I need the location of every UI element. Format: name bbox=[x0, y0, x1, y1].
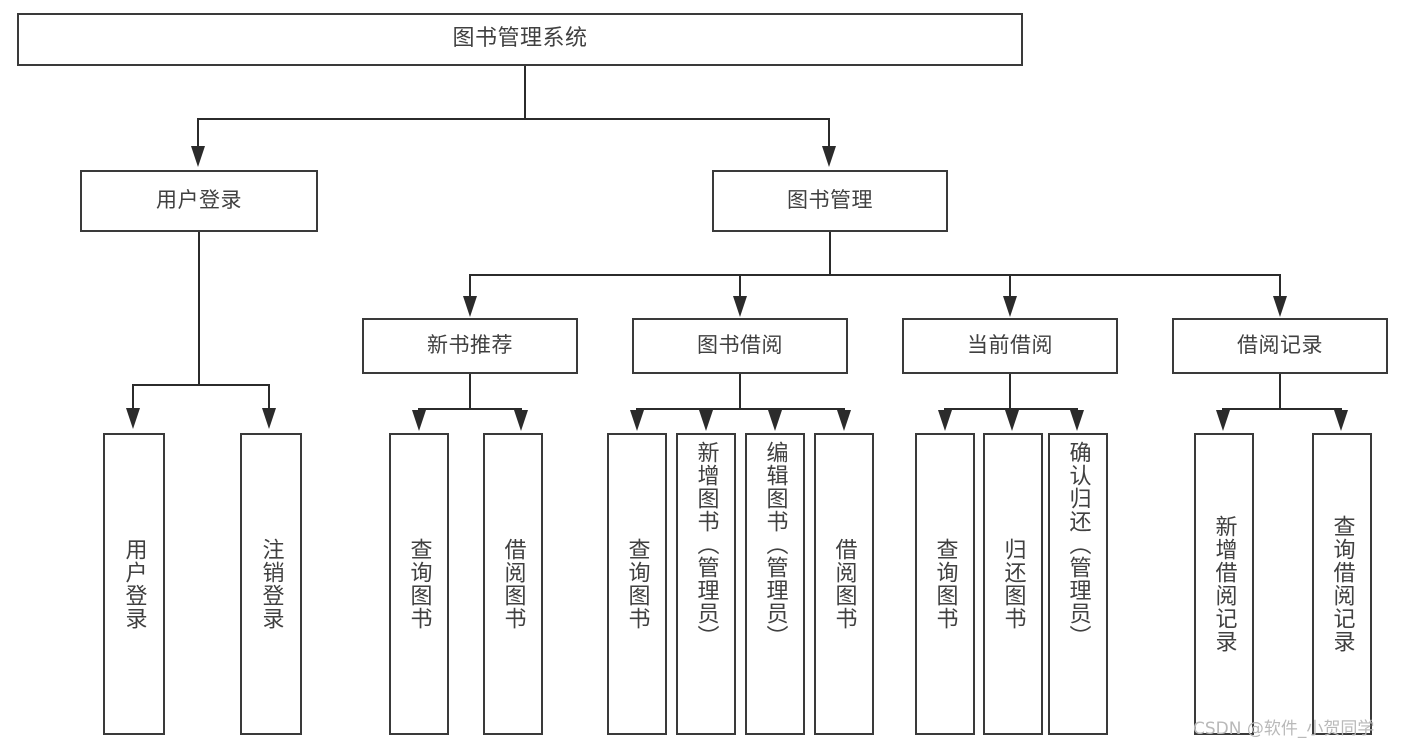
leaf-query-book-recommend[interactable]: 查询图书 bbox=[389, 433, 449, 735]
connector-book-manage-bus bbox=[469, 274, 1281, 276]
connector-new-book-bus bbox=[418, 408, 522, 410]
node-borrow-record[interactable]: 借阅记录 bbox=[1172, 318, 1388, 374]
connector-borrow-record-stem bbox=[1279, 374, 1281, 408]
arrowhead-book-borrow-leaf-4 bbox=[837, 410, 851, 431]
arrowhead-borrow-record-leaf-2 bbox=[1334, 410, 1348, 431]
arrowhead-to-borrow-record bbox=[1273, 296, 1287, 317]
connector-book-borrow-bus bbox=[636, 408, 844, 410]
connector-to-book-borrow bbox=[739, 274, 741, 298]
leaf-confirm-return-admin[interactable]: 确认归还（管理员） bbox=[1048, 433, 1108, 735]
connector-to-borrow-record bbox=[1279, 274, 1281, 298]
arrowhead-to-current-borrow bbox=[1003, 296, 1017, 317]
connector-book-manage-stem bbox=[829, 232, 831, 274]
node-label: 查询图书 bbox=[406, 538, 432, 630]
node-label: 查询图书 bbox=[624, 538, 650, 630]
arrowhead-borrow-record-leaf-1 bbox=[1216, 410, 1230, 431]
arrowhead-book-borrow-leaf-1 bbox=[630, 410, 644, 431]
leaf-add-book-admin[interactable]: 新增图书（管理员） bbox=[676, 433, 736, 735]
leaf-borrow-book[interactable]: 借阅图书 bbox=[814, 433, 874, 735]
connector-user-login-drop-2 bbox=[268, 384, 270, 410]
arrowhead-to-new-book bbox=[463, 296, 477, 317]
node-label: 借阅图书 bbox=[831, 538, 857, 630]
node-label: 图书管理系统 bbox=[452, 26, 588, 52]
connector-to-book-manage bbox=[828, 118, 830, 148]
connector-user-login-drop-1 bbox=[132, 384, 134, 410]
node-label: 借阅记录 bbox=[1237, 333, 1323, 358]
connector-current-borrow-stem bbox=[1009, 374, 1011, 408]
leaf-query-book-borrow[interactable]: 查询图书 bbox=[607, 433, 667, 735]
connector-to-user-login bbox=[197, 118, 199, 148]
arrowhead-book-borrow-leaf-2 bbox=[699, 410, 713, 431]
node-new-book-recommend[interactable]: 新书推荐 bbox=[362, 318, 578, 374]
connector-to-current-borrow bbox=[1009, 274, 1011, 298]
node-label: 用户登录 bbox=[156, 188, 242, 213]
arrowhead-to-book-borrow bbox=[733, 296, 747, 317]
leaf-return-book[interactable]: 归还图书 bbox=[983, 433, 1043, 735]
arrowhead-book-borrow-leaf-3 bbox=[768, 410, 782, 431]
connector-new-book-stem bbox=[469, 374, 471, 408]
leaf-add-borrow-record[interactable]: 新增借阅记录 bbox=[1194, 433, 1254, 735]
arrowhead-to-book-manage bbox=[822, 146, 836, 167]
node-label: 新增图书（管理员） bbox=[693, 441, 719, 648]
leaf-borrow-book-recommend[interactable]: 借阅图书 bbox=[483, 433, 543, 735]
node-label: 归还图书 bbox=[1000, 538, 1026, 630]
connector-to-new-book bbox=[469, 274, 471, 298]
arrowhead-new-book-leaf-1 bbox=[412, 410, 426, 431]
leaf-logout[interactable]: 注销登录 bbox=[240, 433, 302, 735]
node-book-borrow[interactable]: 图书借阅 bbox=[632, 318, 848, 374]
node-label: 当前借阅 bbox=[967, 333, 1053, 358]
connector-root-bus bbox=[197, 118, 829, 120]
node-current-borrow[interactable]: 当前借阅 bbox=[902, 318, 1118, 374]
connector-root-stem bbox=[524, 66, 526, 118]
node-label: 查询借阅记录 bbox=[1329, 515, 1355, 653]
leaf-query-book-current[interactable]: 查询图书 bbox=[915, 433, 975, 735]
watermark-csdn: CSDN @软件_小贺同学 bbox=[1193, 719, 1375, 739]
arrowhead-current-borrow-leaf-1 bbox=[938, 410, 952, 431]
arrowhead-current-borrow-leaf-2 bbox=[1005, 410, 1019, 431]
arrowhead-new-book-leaf-2 bbox=[514, 410, 528, 431]
node-label: 图书借阅 bbox=[697, 333, 783, 358]
arrowhead-to-user-login bbox=[191, 146, 205, 167]
node-label: 注销登录 bbox=[258, 538, 284, 630]
leaf-edit-book-admin[interactable]: 编辑图书（管理员） bbox=[745, 433, 805, 735]
arrowhead-user-login-leaf-1 bbox=[126, 408, 140, 429]
node-label: 新书推荐 bbox=[427, 333, 513, 358]
connector-user-login-bus bbox=[132, 384, 268, 386]
node-book-management[interactable]: 图书管理 bbox=[712, 170, 948, 232]
node-label: 用户登录 bbox=[121, 538, 147, 630]
node-user-login[interactable]: 用户登录 bbox=[80, 170, 318, 232]
node-label: 查询图书 bbox=[932, 538, 958, 630]
node-label: 新增借阅记录 bbox=[1211, 515, 1237, 653]
connector-user-login-stem bbox=[198, 232, 200, 384]
connector-borrow-record-bus bbox=[1222, 408, 1342, 410]
node-label: 图书管理 bbox=[787, 188, 873, 213]
node-root-system[interactable]: 图书管理系统 bbox=[17, 13, 1023, 66]
arrowhead-user-login-leaf-2 bbox=[262, 408, 276, 429]
leaf-query-borrow-record[interactable]: 查询借阅记录 bbox=[1312, 433, 1372, 735]
leaf-user-login[interactable]: 用户登录 bbox=[103, 433, 165, 735]
node-label: 确认归还（管理员） bbox=[1065, 441, 1091, 648]
node-label: 借阅图书 bbox=[500, 538, 526, 630]
arrowhead-current-borrow-leaf-3 bbox=[1070, 410, 1084, 431]
connector-book-borrow-stem bbox=[739, 374, 741, 408]
node-label: 编辑图书（管理员） bbox=[762, 441, 788, 648]
